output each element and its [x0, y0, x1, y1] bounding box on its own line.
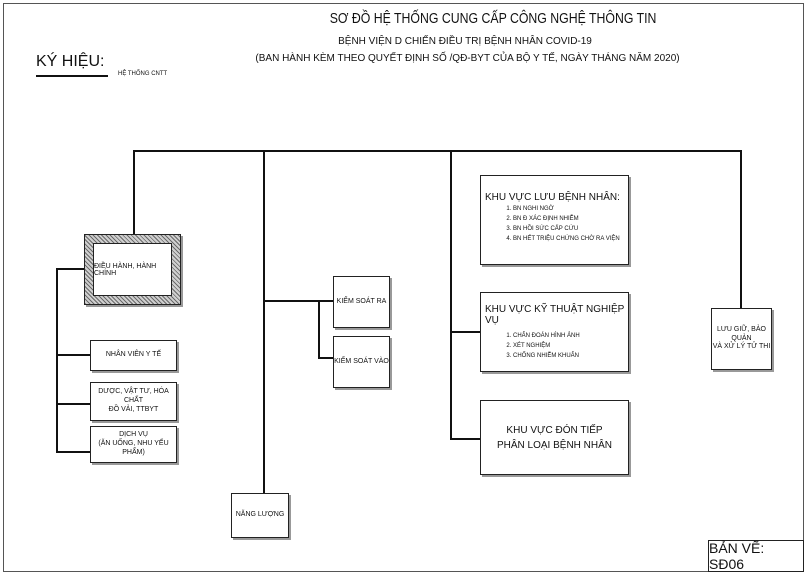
drop-left	[133, 150, 135, 235]
technical-zone-item: XÉT NGHIỆM	[513, 342, 628, 352]
branch-zone-technical	[450, 331, 480, 333]
technical-zone-item: CHẨN ĐOÁN HÌNH ẢNH	[513, 332, 628, 342]
diagram-title: SƠ ĐỒ HỆ THỐNG CUNG CẤP CÔNG NGHỆ THÔNG …	[329, 10, 657, 27]
services-label-line1: DỊCH VỤ	[119, 431, 148, 439]
reception-zone-box: KHU VỰC ĐÓN TIẾP PHÂN LOẠI BỆNH NHÂN	[480, 400, 629, 475]
branch-zone-reception	[450, 438, 480, 440]
drawing-number: BẢN VẼ: SĐ06	[708, 540, 804, 572]
left-vertical	[56, 268, 58, 453]
supplies-label-line2: ĐỒ VẢI, TTBYT	[108, 405, 159, 413]
legend-line-sample	[36, 75, 108, 77]
control-in-label: KIỂM SOÁT VÀO	[334, 357, 389, 365]
branch-staff	[56, 354, 90, 356]
technical-zone-box: KHU VỰC KỸ THUẬT NGHIỆP VỤ CHẨN ĐOÁN HÌN…	[480, 292, 629, 372]
admin-box: ĐIỀU HÀNH, HÀNH CHÍNH	[84, 234, 181, 305]
morgue-label-line2: VÀ XỬ LÝ TỬ THI	[712, 343, 771, 351]
legend-heading: KÝ HIỆU:	[36, 53, 105, 70]
decision-note: (BAN HÀNH KÈM THEO QUYẾT ĐỊNH SỐ /QĐ-BYT…	[255, 53, 680, 64]
patient-zone-item: BN HẾT TRIỆU CHỨNG CHỜ RA VIỆN	[513, 235, 628, 245]
patient-zone-item: BN HỒI SỨC CẤP CỨU	[513, 225, 628, 235]
drop-storage	[740, 150, 742, 308]
technical-zone-item: CHỐNG NHIỄM KHUẨN	[513, 352, 628, 362]
energy-label: NĂNG LƯỢNG	[235, 511, 285, 519]
drop-control	[263, 150, 265, 516]
services-label-line2: (ĂN UỐNG, NHU YẾU PHẨM)	[98, 440, 169, 456]
services-box: DỊCH VỤ (ĂN UỐNG, NHU YẾU PHẨM)	[90, 426, 177, 463]
branch-control-in	[318, 357, 333, 359]
energy-box: NĂNG LƯỢNG	[231, 493, 289, 538]
branch-left-spine	[56, 268, 84, 270]
morgue-box: LƯU GIỮ, BẢO QUẢN VÀ XỬ LÝ TỬ THI	[711, 308, 772, 370]
patient-zone-item: BN NGHI NGỜ	[513, 205, 628, 215]
admin-label: ĐIỀU HÀNH, HÀNH CHÍNH	[93, 243, 172, 296]
patient-zone-box: KHU VỰC LƯU BỆNH NHÂN: BN NGHI NGỜ BN Đ …	[480, 175, 629, 265]
supplies-box: DƯỢC, VẬT TƯ, HÓA CHẤT ĐỒ VẢI, TTBYT	[90, 382, 177, 421]
patient-zone-item: BN Đ XÁC ĐỊNH NHIỄM	[513, 215, 628, 225]
control-out-box: KIỂM SOÁT RA	[333, 276, 390, 328]
branch-services	[56, 451, 90, 453]
patient-zone-title: KHU VỰC LƯU BỆNH NHÂN:	[485, 192, 620, 203]
branch-control	[263, 300, 333, 302]
technical-zone-title: KHU VỰC KỸ THUẬT NGHIỆP VỤ	[485, 304, 625, 326]
morgue-label-line1: LƯU GIỮ, BẢO QUẢN	[717, 325, 766, 342]
control-in-box: KIỂM SOÁT VÀO	[333, 336, 390, 388]
drawing-frame	[3, 3, 804, 572]
supplies-label-line1: DƯỢC, VẬT TƯ, HÓA CHẤT	[98, 388, 169, 405]
drop-zones	[450, 150, 452, 440]
reception-zone-line1: KHU VỰC ĐÓN TIẾP	[506, 424, 603, 436]
reception-zone-line2: PHÂN LOẠI BỆNH NHÂN	[496, 439, 613, 451]
medical-staff-label: NHÂN VIÊN Y TẾ	[105, 351, 162, 359]
technical-zone-list: CHẨN ĐOÁN HÌNH ẢNH XÉT NGHIỆM CHỐNG NHIỄ…	[485, 332, 628, 362]
patient-zone-list: BN NGHI NGỜ BN Đ XÁC ĐỊNH NHIỄM BN HỒI S…	[485, 205, 628, 245]
legend-line-label: HỆ THỐNG CNTT	[118, 71, 168, 77]
medical-staff-box: NHÂN VIÊN Y TẾ	[90, 340, 177, 371]
main-trunk-line	[133, 150, 742, 152]
control-vertical	[318, 300, 320, 358]
control-out-label: KIỂM SOÁT RA	[336, 297, 387, 305]
branch-supplies	[56, 403, 90, 405]
diagram-subtitle: BỆNH VIỆN D CHIẾN ĐIỀU TRỊ BỆNH NHÂN COV…	[338, 36, 592, 47]
